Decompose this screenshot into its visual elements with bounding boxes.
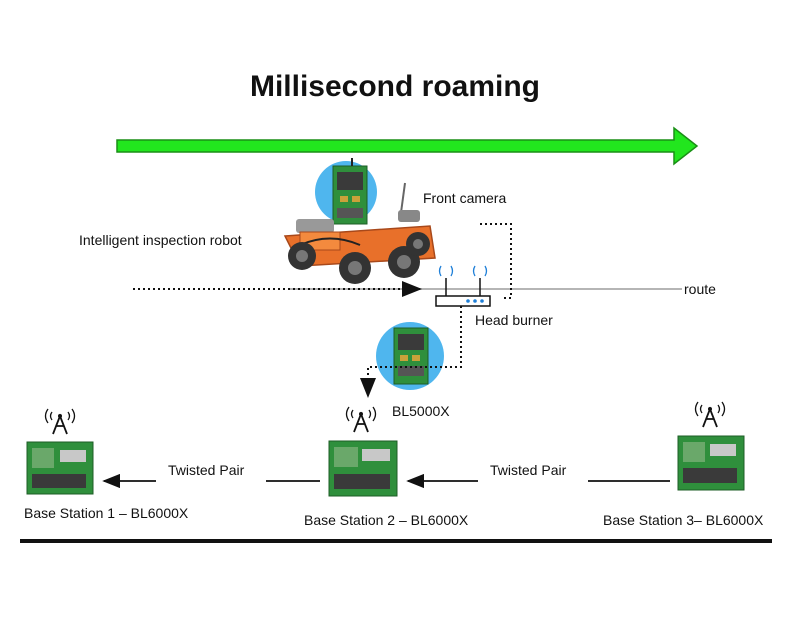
- head-burner-icon: [435, 265, 491, 307]
- diagram-title: Millisecond roaming: [249, 70, 541, 103]
- bl5000x-icon: [376, 322, 444, 390]
- camera-connector: [480, 223, 512, 299]
- base-station-2-label: Base Station 2 – BL6000X: [304, 512, 469, 528]
- base-station-3-label: Base Station 3– BL6000X: [603, 512, 764, 528]
- route-label: route: [684, 281, 716, 297]
- base-station-1-label: Base Station 1 – BL6000X: [24, 505, 189, 521]
- base-station-1-icon: [26, 408, 94, 495]
- bl5000x-label: BL5000X: [392, 403, 450, 419]
- head-burner-label: Head burner: [475, 312, 553, 328]
- twisted-pair-label-1: Twisted Pair: [168, 462, 245, 478]
- roaming-arrow: [116, 126, 699, 166]
- inspection-robot-icon: [283, 158, 436, 284]
- base-station-3-icon: [677, 401, 745, 491]
- bl5000x-connector: [360, 306, 462, 398]
- base-station-2-icon: [328, 406, 398, 497]
- twisted-pair-label-2: Twisted Pair: [490, 462, 567, 478]
- front-camera-label: Front camera: [423, 190, 507, 206]
- robot-label: Intelligent inspection robot: [79, 232, 242, 248]
